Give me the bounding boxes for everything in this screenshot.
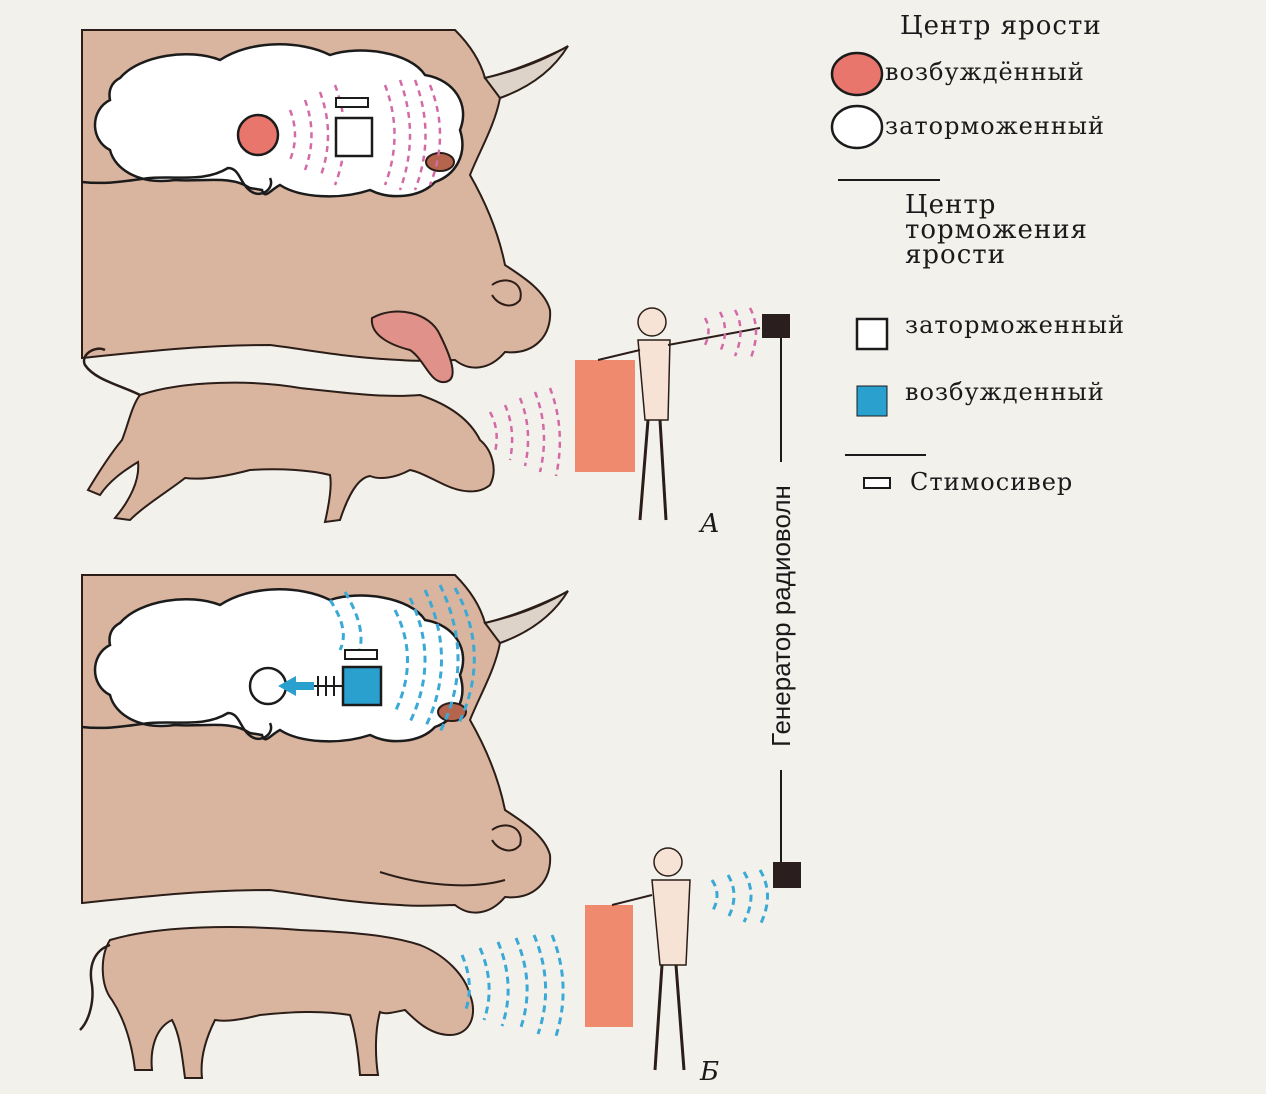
radio-generator: Генератор радиоволн bbox=[762, 314, 801, 888]
blue-waves-matador-b bbox=[712, 870, 768, 925]
horn-b bbox=[485, 591, 568, 643]
matador-a bbox=[575, 308, 760, 520]
matador-b bbox=[585, 848, 690, 1070]
eye-a bbox=[426, 153, 454, 171]
legend-inhib-inhibited-swatch bbox=[857, 319, 887, 349]
blue-waves-bull-b bbox=[462, 935, 563, 1036]
legend: Центр ярости возбуждённый заторможенный … bbox=[832, 11, 1125, 496]
legend-rage-excited-label: возбуждённый bbox=[885, 58, 1085, 86]
legend-rage-excited-swatch bbox=[832, 53, 882, 95]
rage-center-title: Центр ярости bbox=[900, 11, 1102, 41]
small-bull-a bbox=[88, 383, 494, 522]
legend-stimoceiver-swatch bbox=[864, 478, 890, 488]
horn-a bbox=[485, 46, 568, 98]
brain-b bbox=[95, 589, 463, 741]
cape-a bbox=[575, 360, 635, 472]
pink-waves-bull-a bbox=[490, 388, 560, 476]
legend-inhib-excited-label: возбужденный bbox=[905, 378, 1105, 406]
transmitter-top bbox=[762, 314, 790, 338]
cape-b bbox=[585, 905, 633, 1027]
transmitter-bottom bbox=[773, 862, 801, 888]
legend-inhib-inhibited-label: заторможенный bbox=[905, 311, 1125, 339]
small-bull-b bbox=[103, 927, 473, 1078]
legend-rage-inhibited-label: заторможенный bbox=[885, 112, 1105, 140]
rage-center-excited-a bbox=[238, 115, 278, 155]
legend-stimoceiver-label: Стимосивер bbox=[910, 468, 1073, 496]
panel-b: Б bbox=[80, 575, 768, 1087]
legend-inhib-excited-swatch bbox=[857, 386, 887, 416]
stimoceiver-b bbox=[345, 650, 377, 659]
stimoceiver-a bbox=[336, 98, 368, 107]
panel-a-label: А bbox=[698, 509, 720, 539]
inhibition-center-excited-b bbox=[343, 667, 381, 705]
brain-a bbox=[95, 44, 463, 196]
generator-label: Генератор радиоволн bbox=[766, 485, 796, 747]
panel-b-label: Б bbox=[699, 1057, 719, 1087]
panel-a: А bbox=[82, 30, 760, 539]
legend-rage-inhibited-swatch bbox=[832, 106, 882, 148]
inhibition-center-title-3: ярости bbox=[905, 240, 1006, 270]
inhibition-center-inhibited-a bbox=[336, 118, 372, 156]
